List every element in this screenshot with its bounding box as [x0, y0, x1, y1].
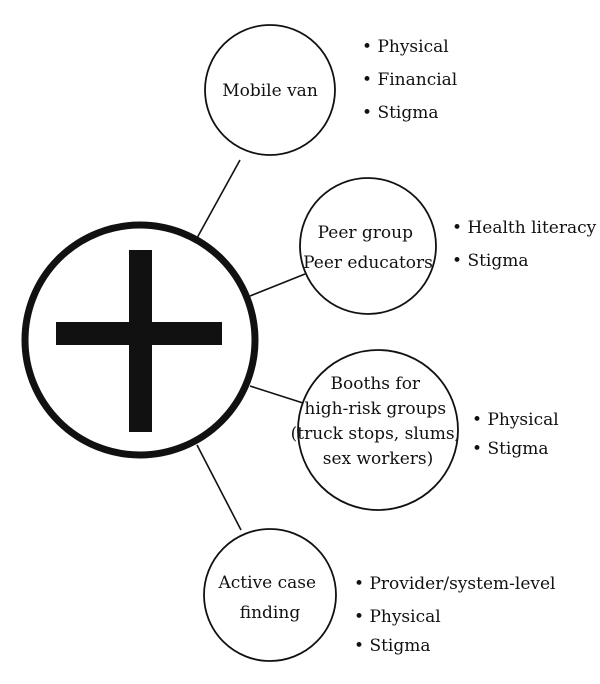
bullet-item: • Stigma [472, 439, 549, 459]
node-bullets: • Physical • Financial • Stigma [362, 37, 457, 123]
connector-lines [196, 159, 306, 531]
node-label-line: finding [240, 603, 301, 623]
node-label-line: sex workers) [323, 449, 434, 469]
node-active-case-finding: Active case finding • Provider/system-le… [203, 528, 555, 662]
bullet-item: • Health literacy [452, 218, 597, 238]
node-mobile-van: Mobile van • Physical • Financial • Stig… [204, 24, 457, 156]
node-label: Booths for high-risk groups (truck stops… [291, 374, 466, 469]
node-bullets: • Health literacy • Stigma [452, 218, 597, 271]
bullet-item: • Financial [362, 70, 457, 90]
bullet-item: • Physical [354, 607, 441, 627]
connector-peer-group [249, 273, 306, 297]
node-label-line: Active case [218, 573, 317, 593]
bullet-item: • Provider/system-level [354, 574, 555, 594]
bullet-item: • Stigma [362, 103, 439, 123]
bullet-item: • Stigma [354, 636, 431, 656]
node-circle [297, 349, 459, 511]
node-bullets: • Provider/system-level • Physical • Sti… [354, 574, 555, 656]
node-label-line: Peer educators [303, 253, 433, 273]
node-label-line: Mobile van [222, 81, 318, 101]
node-label-line: Peer group [318, 223, 414, 243]
node-label: Peer group Peer educators [303, 223, 433, 273]
connector-active-case [196, 444, 242, 531]
node-bullets: • Physical • Stigma [472, 410, 559, 459]
node-circle [299, 177, 437, 315]
connector-booths [249, 385, 304, 404]
node-circle [204, 24, 336, 156]
node-circle [203, 528, 337, 662]
connector-mobile-van [196, 159, 241, 239]
node-label-line: (truck stops, slums, [291, 424, 460, 444]
plus-icon [56, 250, 222, 432]
node-label-line: high-risk groups [304, 399, 446, 419]
node-label: Active case finding [218, 573, 322, 623]
bullet-item: • Physical [362, 37, 449, 57]
central-hub [21, 221, 259, 459]
node-booths: Booths for high-risk groups (truck stops… [291, 349, 559, 511]
node-label-line: Booths for [331, 374, 421, 394]
node-peer-group: Peer group Peer educators • Health liter… [299, 177, 597, 315]
node-label: Mobile van [222, 81, 318, 101]
bullet-item: • Stigma [452, 251, 529, 271]
bullet-item: • Physical [472, 410, 559, 430]
